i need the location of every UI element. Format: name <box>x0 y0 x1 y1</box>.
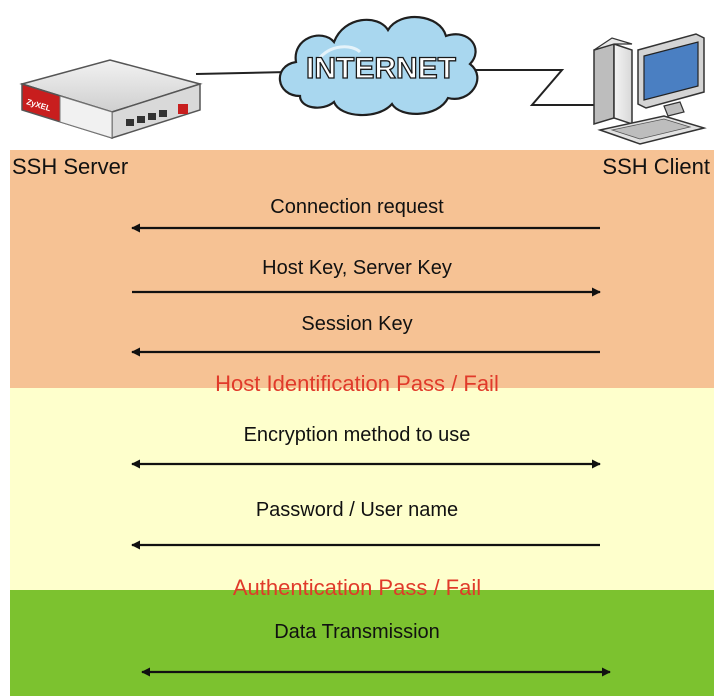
message-session-key: Session Key <box>301 313 413 335</box>
message-encryption-method: Encryption method to use <box>243 424 471 446</box>
message-data-transmission: Data Transmission <box>274 621 440 643</box>
zone-data-transfer <box>10 590 714 696</box>
network-cable-client <box>476 69 596 106</box>
zone-key-exchange <box>10 150 714 388</box>
message-connection-request: Connection request <box>270 196 444 218</box>
router-icon: ZyXEL <box>19 59 203 140</box>
message-host-key-server-key: Host Key, Server Key <box>262 257 452 279</box>
message-password-user-name: Password / User name <box>255 499 459 521</box>
ssh-server-label: SSH Server <box>12 154 129 179</box>
network-cable-server <box>195 71 289 75</box>
internet-label: INTERNET <box>305 51 456 85</box>
phase-authentication: Authentication Pass / Fail <box>232 575 482 600</box>
phase-host-identification: Host Identification Pass / Fail <box>215 371 499 396</box>
zone-authentication <box>10 388 714 590</box>
desktop-computer-icon <box>593 33 707 145</box>
ssh-client-label: SSH Client <box>602 154 710 179</box>
internet-cloud-icon <box>278 16 479 117</box>
